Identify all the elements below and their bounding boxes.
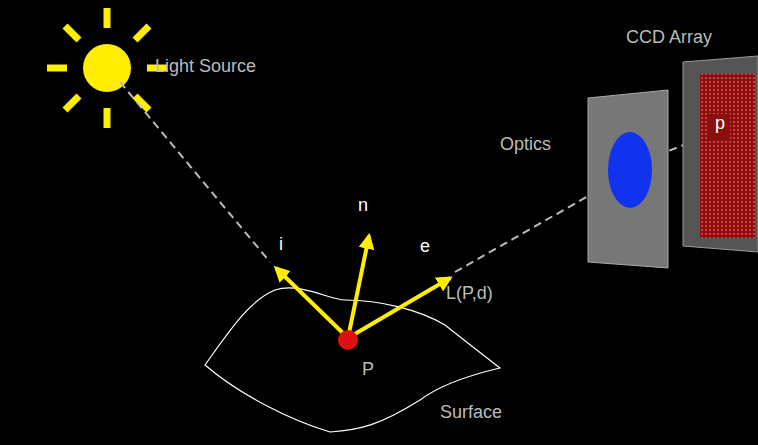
light-path — [120, 82, 702, 272]
component-label: CCD Array — [626, 28, 712, 48]
component-label: Optics — [500, 135, 551, 155]
sun-disc — [83, 44, 131, 92]
vector-label: i — [279, 235, 283, 255]
lens — [608, 132, 652, 208]
ccd-sensor — [700, 74, 755, 238]
radiance-label: L(P,d) — [446, 284, 493, 304]
vector-label: e — [420, 237, 430, 257]
light-source — [47, 8, 167, 128]
optics-panel — [588, 90, 668, 268]
vector-label: n — [358, 196, 368, 216]
surface-point — [338, 330, 358, 350]
point-label: P — [362, 360, 374, 380]
source-label: Light Source — [155, 57, 256, 77]
pixel-label: p — [713, 114, 727, 134]
surface-label: Surface — [440, 403, 502, 423]
vectors — [276, 236, 450, 338]
pixel-patch — [708, 114, 730, 140]
ccd-panel — [683, 56, 758, 252]
